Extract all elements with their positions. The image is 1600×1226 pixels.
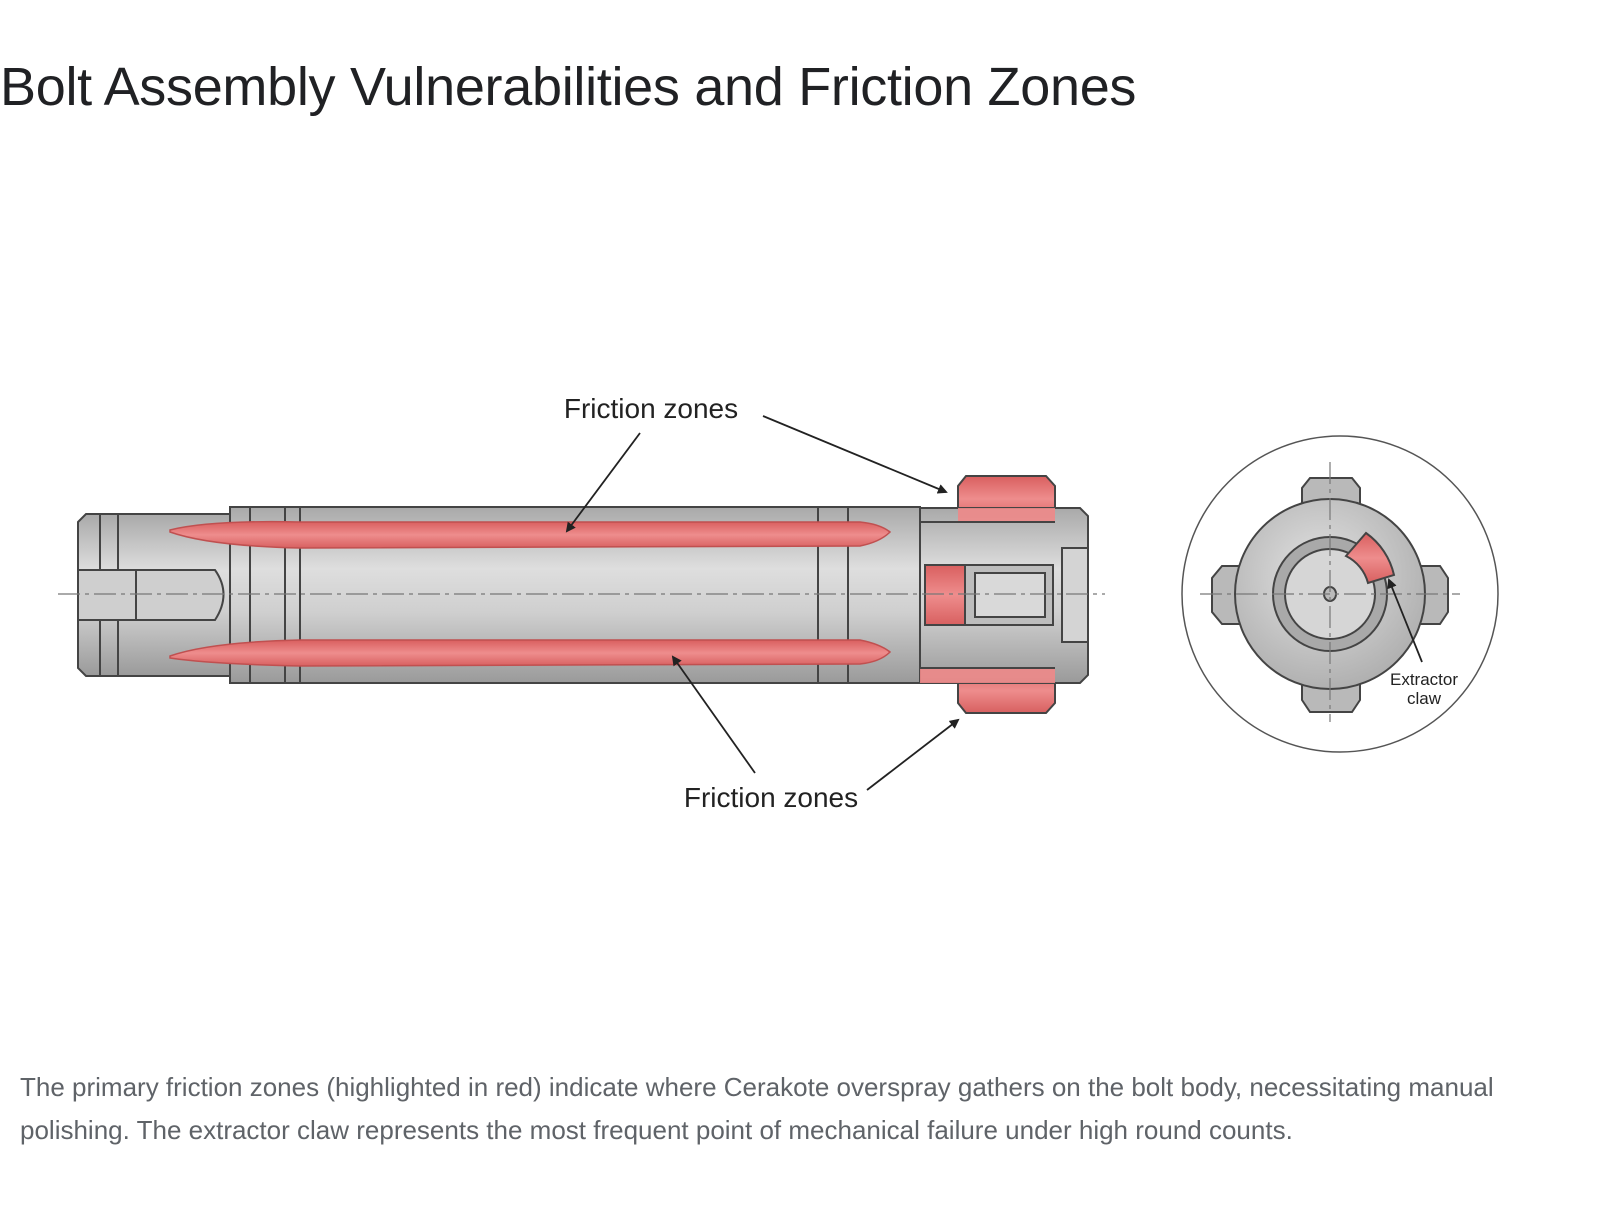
figure-caption: The primary friction zones (highlighted … [20,1072,1494,1145]
friction-zone-top [169,520,892,549]
label-friction-zones-top: Friction zones [564,393,738,424]
bolt-end-view [1181,435,1499,753]
callouts [565,415,1423,791]
friction-zone-window [924,564,966,626]
label-extractor: Extractor [1390,670,1458,689]
friction-zone-bottom [169,639,892,667]
page-title: Bolt Assembly Vulnerabilities and Fricti… [0,57,1137,117]
friction-zone-lug-base-bottom [920,668,1055,683]
bolt-side-view [77,475,1089,714]
label-claw: claw [1407,689,1442,708]
extractor-claw [1344,531,1396,585]
friction-zone-lug-base-top [920,508,1055,522]
label-friction-zones-bottom: Friction zones [684,782,858,813]
